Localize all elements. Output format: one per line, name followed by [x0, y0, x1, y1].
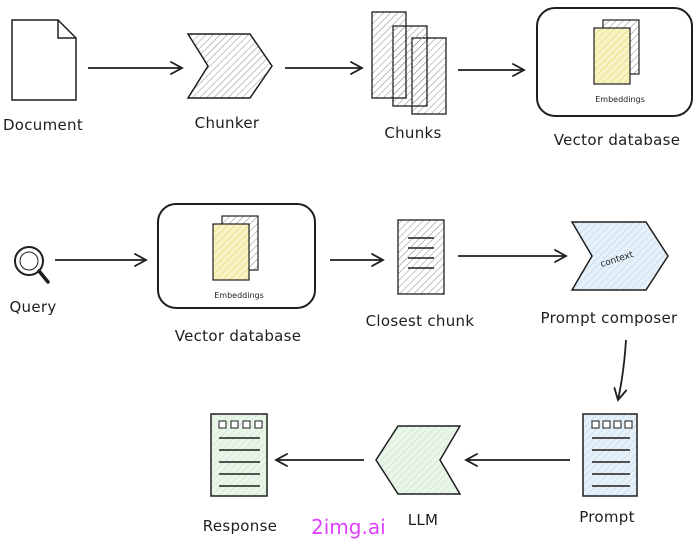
prompt-form-icon — [582, 413, 638, 497]
label-embeddings-top: Embeddings — [595, 95, 645, 104]
label-response: Response — [202, 517, 278, 535]
label-chunker: Chunker — [194, 114, 260, 132]
chunks-icon — [371, 11, 447, 115]
llm-icon — [375, 425, 462, 495]
arrow-composer-prompt — [613, 339, 628, 402]
label-document: Document — [2, 116, 84, 134]
vector-db-bottom-box — [157, 203, 316, 309]
label-query: Query — [9, 298, 57, 316]
label-vector-db-top: Vector database — [553, 131, 681, 149]
response-form-icon — [210, 413, 268, 497]
label-closest-chunk: Closest chunk — [365, 312, 475, 330]
label-embeddings-bottom: Embeddings — [214, 291, 264, 300]
label-prompt: Prompt — [579, 508, 635, 526]
label-llm: LLM — [407, 511, 439, 529]
watermark: 2img.ai — [311, 515, 386, 539]
prompt-composer-icon — [570, 221, 669, 291]
document-icon — [11, 19, 77, 101]
label-chunks: Chunks — [384, 124, 442, 142]
query-magnifier-icon — [14, 246, 50, 284]
chunker-icon — [186, 33, 273, 99]
closest-chunk-icon — [397, 219, 445, 295]
label-vector-db-bottom: Vector database — [174, 327, 302, 345]
label-prompt-composer: Prompt composer — [540, 309, 678, 327]
vector-db-top-box — [536, 7, 693, 117]
